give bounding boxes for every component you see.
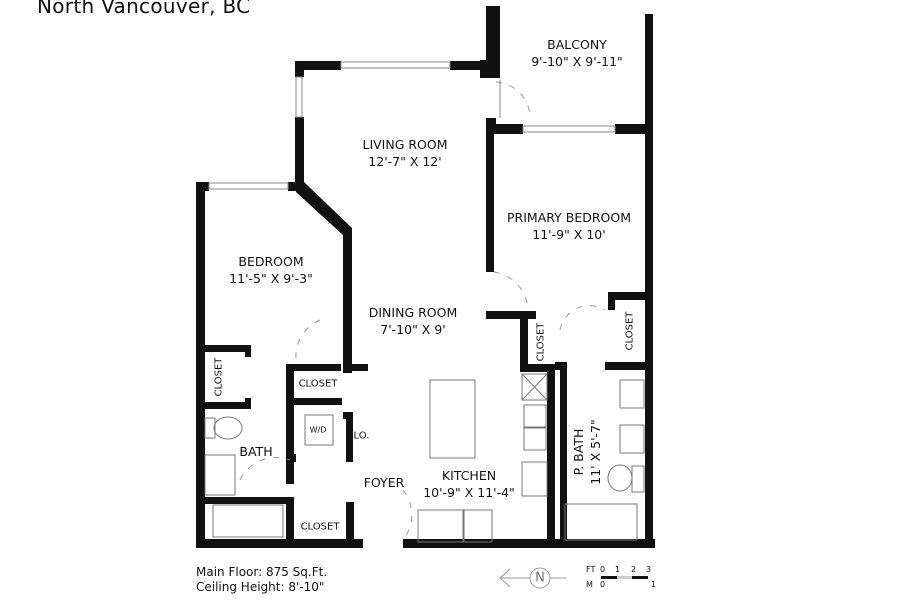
closet-label: CLOSET — [298, 378, 338, 390]
room-living: LIVING ROOM 12'-7" X 12' — [362, 136, 447, 170]
door-swings — [239, 81, 606, 541]
scale-tick: 0 — [600, 580, 606, 589]
closet-label: CLOSET — [300, 521, 340, 533]
room-name: PRIMARY BEDROOM — [507, 210, 631, 225]
room-dims: 9'-10" X 9'-11" — [531, 54, 623, 69]
room-name: BATH — [239, 444, 273, 459]
room-dims: 11'-9" X 10' — [532, 227, 606, 242]
scale-tick: 1 — [651, 580, 657, 589]
scale-tick: 3 — [646, 565, 652, 574]
fixtures — [204, 373, 645, 543]
closet-label: CLOSET — [535, 322, 547, 362]
room-dining: DINING ROOM 7'-10" X 9' — [369, 304, 458, 338]
room-name: P. BATH — [571, 428, 586, 476]
footer-info: Main Floor: 875 Sq.Ft. Ceiling Height: 8… — [196, 565, 327, 595]
closet-label: CLOSET — [213, 357, 225, 397]
room-dims: 11'-5" X 9'-3" — [229, 271, 313, 286]
room-name: LIVING ROOM — [362, 137, 448, 152]
room-bath: BATH — [239, 443, 272, 460]
room-bedroom: BEDROOM 11'-5" X 9'-3" — [229, 253, 313, 287]
room-name: FOYER — [363, 475, 405, 490]
north-label: N — [535, 570, 545, 586]
room-dims: 12'-7" X 12' — [368, 154, 442, 169]
scale-ft-label: FT — [586, 565, 596, 574]
room-foyer: FOYER — [364, 474, 405, 491]
north-arrow-icon — [499, 567, 566, 589]
scale-tick: 2 — [631, 565, 637, 574]
walls — [196, 6, 655, 548]
room-name: BALCONY — [547, 37, 607, 52]
room-name: BEDROOM — [238, 254, 304, 269]
room-primary-bedroom: PRIMARY BEDROOM 11'-9" X 10' — [507, 209, 631, 243]
ceiling-height: Ceiling Height: 8'-10" — [196, 580, 325, 594]
room-dims: 10'-9" X 11'-4" — [423, 485, 515, 500]
scale-tick: 0 — [600, 565, 606, 574]
room-kitchen: KITCHEN 10'-9" X 11'-4" — [423, 467, 515, 501]
room-name: DINING ROOM — [368, 305, 458, 320]
closet-label: CLOSET — [624, 311, 636, 351]
room-balcony: BALCONY 9'-10" X 9'-11" — [531, 36, 623, 70]
room-name: KITCHEN — [441, 468, 497, 483]
main-floor-area: Main Floor: 875 Sq.Ft. — [196, 565, 328, 579]
clo-label: CLO. — [346, 430, 370, 442]
wd-label: W/D — [309, 425, 327, 435]
scale-tick: 1 — [615, 565, 621, 574]
windows — [208, 61, 616, 190]
room-dims: 7'-10" X 9' — [380, 322, 446, 337]
room-dims: 11' X 5'-7" — [588, 419, 603, 485]
plan-title: North Vancouver, BC — [37, 0, 251, 18]
scale-m-label: M — [586, 580, 593, 589]
room-p-bath: P. BATH 11' X 5'-7" — [570, 419, 604, 484]
